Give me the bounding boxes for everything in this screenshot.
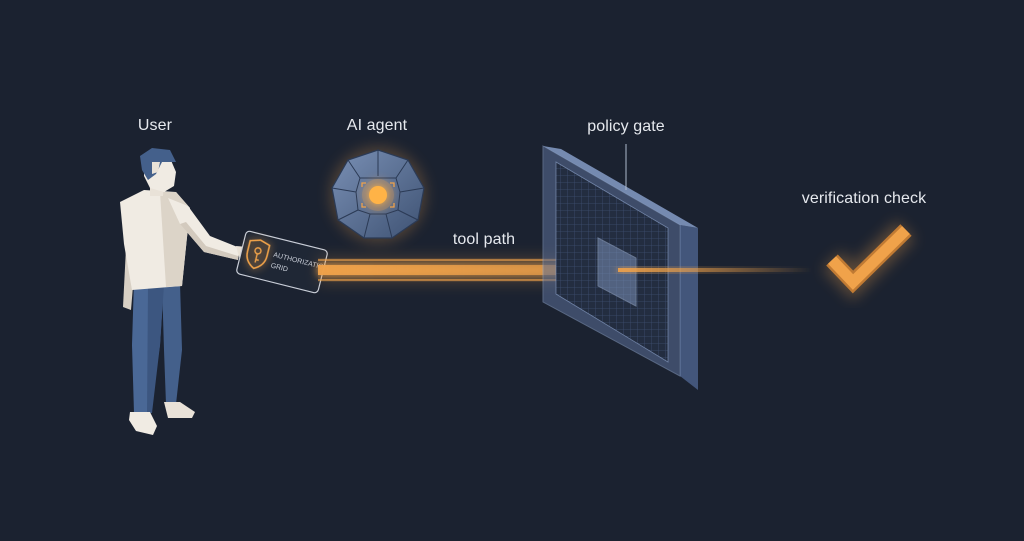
verification-label: verification check bbox=[801, 190, 927, 207]
user-label: User bbox=[137, 117, 173, 134]
beam-exit bbox=[618, 268, 812, 272]
gem-core-icon bbox=[330, 147, 426, 243]
tool-path-label: tool path bbox=[452, 231, 516, 248]
key-shield-icon bbox=[246, 239, 271, 270]
checkmark-icon bbox=[822, 220, 916, 301]
authorization-card: AUTHORIZATION GRID bbox=[236, 230, 329, 294]
agent-label: AI agent bbox=[346, 117, 408, 134]
card-line2: GRID bbox=[270, 262, 289, 273]
user-figure bbox=[120, 148, 252, 435]
policy-gate bbox=[542, 144, 698, 390]
tool-path-beam bbox=[318, 256, 618, 284]
policy-gate-label: policy gate bbox=[587, 118, 665, 135]
